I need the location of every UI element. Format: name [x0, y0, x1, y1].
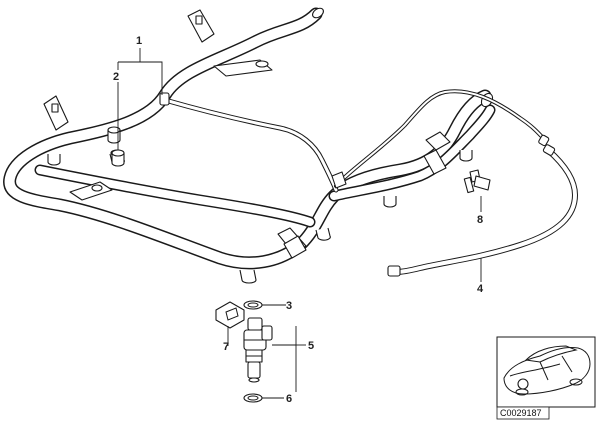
- part-6-o-ring: [243, 393, 263, 403]
- part-4-fuel-hose: [387, 144, 578, 277]
- part-8-bolt: [463, 169, 491, 194]
- callout-4: 4: [477, 283, 484, 295]
- leader-lines: [117, 48, 482, 399]
- part-2-cap: [111, 149, 125, 167]
- fuel-rail-pipe-assembly: [3, 7, 550, 284]
- part-7-clip: [215, 301, 245, 329]
- callout-7: 7: [223, 341, 229, 353]
- diagram-code-box: [496, 406, 550, 420]
- callout-5: 5: [308, 340, 314, 352]
- diagram-code: C0029187: [500, 408, 542, 418]
- callout-6: 6: [286, 393, 292, 405]
- part-3-o-ring: [243, 300, 263, 310]
- callout-8: 8: [477, 214, 483, 226]
- part-5-fuel-injector: [243, 317, 273, 383]
- callout-1: 1: [136, 35, 142, 47]
- callout-2: 2: [113, 71, 119, 83]
- callout-3: 3: [286, 300, 292, 312]
- vehicle-location-thumbnail: [496, 336, 596, 408]
